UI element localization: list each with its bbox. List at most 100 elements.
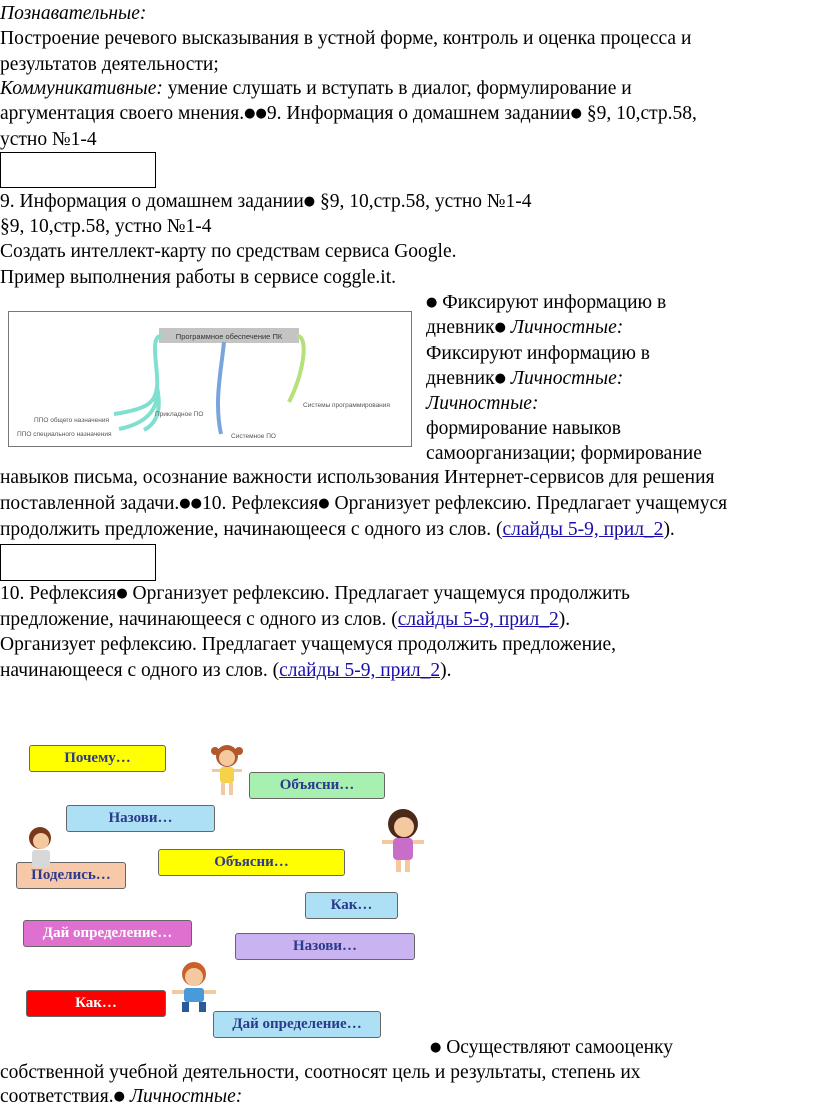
text-line: формирование навыков — [426, 418, 621, 439]
mindmap-node: Прикладное ПО — [155, 411, 203, 418]
text-span: аргументация своего мнения. — [0, 103, 245, 124]
text-span: 10. Рефлексия — [201, 493, 319, 514]
text-span: стр.58, устно №1-4 — [373, 191, 532, 212]
mindmap-branch — [215, 341, 226, 435]
mindmap-svg: Программное обеспечение ПК ППО общего на… — [17, 328, 390, 440]
text-span: §9, 10, — [581, 103, 641, 124]
bullet: ● — [303, 194, 316, 209]
boy-illustration — [29, 827, 51, 868]
bullet: ● — [570, 106, 582, 121]
text-span: стр.58, устно №1-4 — [53, 216, 212, 237]
text-line: §9, 10,стр.58, устно №1-4 — [0, 215, 212, 239]
text-line: начинающееся с одного из слов. (слайды 5… — [0, 659, 451, 683]
mindmap-node: ППО специального назначения — [17, 431, 112, 438]
word-tile: Объясни… — [158, 849, 345, 876]
word-tile: Назови… — [235, 933, 415, 960]
mindmap-branch — [113, 334, 162, 416]
bullet: ● — [116, 586, 128, 601]
empty-frame — [0, 544, 156, 581]
mindmap-root-box — [159, 328, 299, 343]
text-line: поставленной задачи.●●10. Рефлексия● Орг… — [0, 492, 727, 516]
text-line: соответствия.● Личностные: — [0, 1085, 242, 1109]
text-span: 9. Информация о домашнем задании — [266, 103, 571, 124]
cognitive-heading: Познавательные: — [0, 3, 147, 24]
personal-heading: Личностные: — [505, 368, 624, 389]
text-line: устно №1-4 — [0, 129, 97, 150]
bullet: ● — [179, 496, 191, 511]
text-line: самоорганизации; формирование — [426, 443, 702, 464]
text-line: 9. Информация о домашнем задании● §9, 10… — [0, 190, 532, 214]
text-line: аргументация своего мнения.●●9. Информац… — [0, 102, 697, 126]
text-span: Организует рефлексию. Предлагает учащему… — [127, 583, 630, 604]
text-span: начинающееся с одного из слов. ( — [0, 660, 280, 681]
text-span: дневник — [426, 368, 495, 389]
personal-heading: Личностные: — [426, 393, 539, 414]
bullet: ● — [255, 106, 267, 121]
mindmap-node: Системы программирования — [303, 402, 390, 409]
text-line: навыков письма, осознание важности испол… — [0, 467, 715, 488]
text-line: Организует рефлексию. Предлагает учащему… — [0, 634, 616, 655]
mindmap-node: ППО общего назначения — [34, 416, 109, 424]
text-line: дневник● Личностные: — [426, 367, 623, 391]
text-span: предложение, начинающееся с одного из сл… — [0, 609, 398, 630]
mindmap-branch — [142, 386, 161, 432]
text-line: Создать интеллект-карту по средствам сер… — [0, 241, 457, 262]
bullet: ● — [244, 106, 256, 121]
text-span: поставленной задачи. — [0, 493, 180, 514]
text-line: ● Осуществляют самооценку — [430, 1036, 673, 1060]
girl-illustration — [211, 745, 243, 795]
slides-link[interactable]: слайды 5-9, прил_2 — [397, 609, 559, 630]
text-span: ). — [663, 519, 675, 540]
word-tile: Объясни… — [249, 772, 385, 799]
word-tile: Как… — [305, 892, 398, 919]
bullet: ● — [113, 1089, 125, 1104]
text-span: умение слушать и вступать в диалог, форм… — [162, 78, 632, 99]
word-tile: Дай определение… — [213, 1011, 381, 1038]
text-line: Пример выполнения работы в сервисе coggl… — [0, 267, 396, 288]
text-line: ● Фиксируют информацию в — [426, 291, 666, 315]
text-span: Организует рефлексию. Предлагает учащему… — [329, 493, 728, 514]
text-span: 10. Рефлексия — [0, 583, 117, 604]
communicative-heading: Коммуникативные: — [0, 78, 163, 99]
personal-heading: Личностные: — [505, 317, 624, 338]
boy-illustration — [172, 962, 216, 1012]
text-span: ). — [440, 660, 452, 681]
text-span: §9, 10, — [0, 216, 54, 237]
text-span: Фиксируют информацию в — [437, 292, 667, 313]
mindmap-image: Программное обеспечение ПК ППО общего на… — [8, 311, 412, 447]
text-span: соответствия. — [0, 1086, 114, 1107]
text-line: продолжить предложение, начинающееся с о… — [0, 518, 675, 542]
mindmap-node: Системное ПО — [231, 433, 276, 440]
word-tile: Назови… — [66, 805, 215, 832]
bullet: ● — [318, 496, 330, 511]
text-line: результатов деятельности; — [0, 54, 219, 75]
empty-frame — [0, 152, 156, 188]
slides-link[interactable]: слайды 5-9, прил_2 — [279, 660, 441, 681]
text-span: 9. Информация о домашнем задании — [0, 191, 304, 212]
bullet: ● — [426, 295, 438, 310]
text-line: Фиксируют информацию в — [426, 343, 650, 364]
word-tile: Почему… — [29, 745, 166, 772]
text-line: Коммуникативные: умение слушать и вступа… — [0, 77, 632, 101]
text-span: стр.58, — [640, 103, 697, 124]
bullet: ● — [494, 320, 506, 335]
bullet: ● — [190, 496, 202, 511]
text-line: Построение речевого высказывания в устно… — [0, 28, 692, 49]
slides-link[interactable]: слайды 5-9, прил_2 — [502, 519, 664, 540]
word-tile: Как… — [26, 990, 166, 1017]
text-line: дневник● Личностные: — [426, 316, 623, 340]
girl-illustration — [382, 809, 424, 872]
mindmap-root: Программное обеспечение ПК — [176, 332, 283, 341]
text-span: Осуществляют самооценку — [441, 1037, 674, 1058]
bullet: ● — [494, 371, 506, 386]
text-line: собственной учебной деятельности, соотно… — [0, 1062, 641, 1083]
mindmap-branch — [287, 334, 306, 403]
text-line: 10. Рефлексия● Организует рефлексию. Пре… — [0, 582, 630, 606]
personal-heading: Личностные: — [124, 1086, 243, 1107]
text-line: предложение, начинающееся с одного из сл… — [0, 608, 570, 632]
word-tile: Дай определение… — [23, 920, 192, 947]
text-span: §9, 10, — [315, 191, 374, 212]
text-span: дневник — [426, 317, 495, 338]
bullet: ● — [430, 1040, 442, 1055]
text-span: ). — [558, 609, 571, 630]
